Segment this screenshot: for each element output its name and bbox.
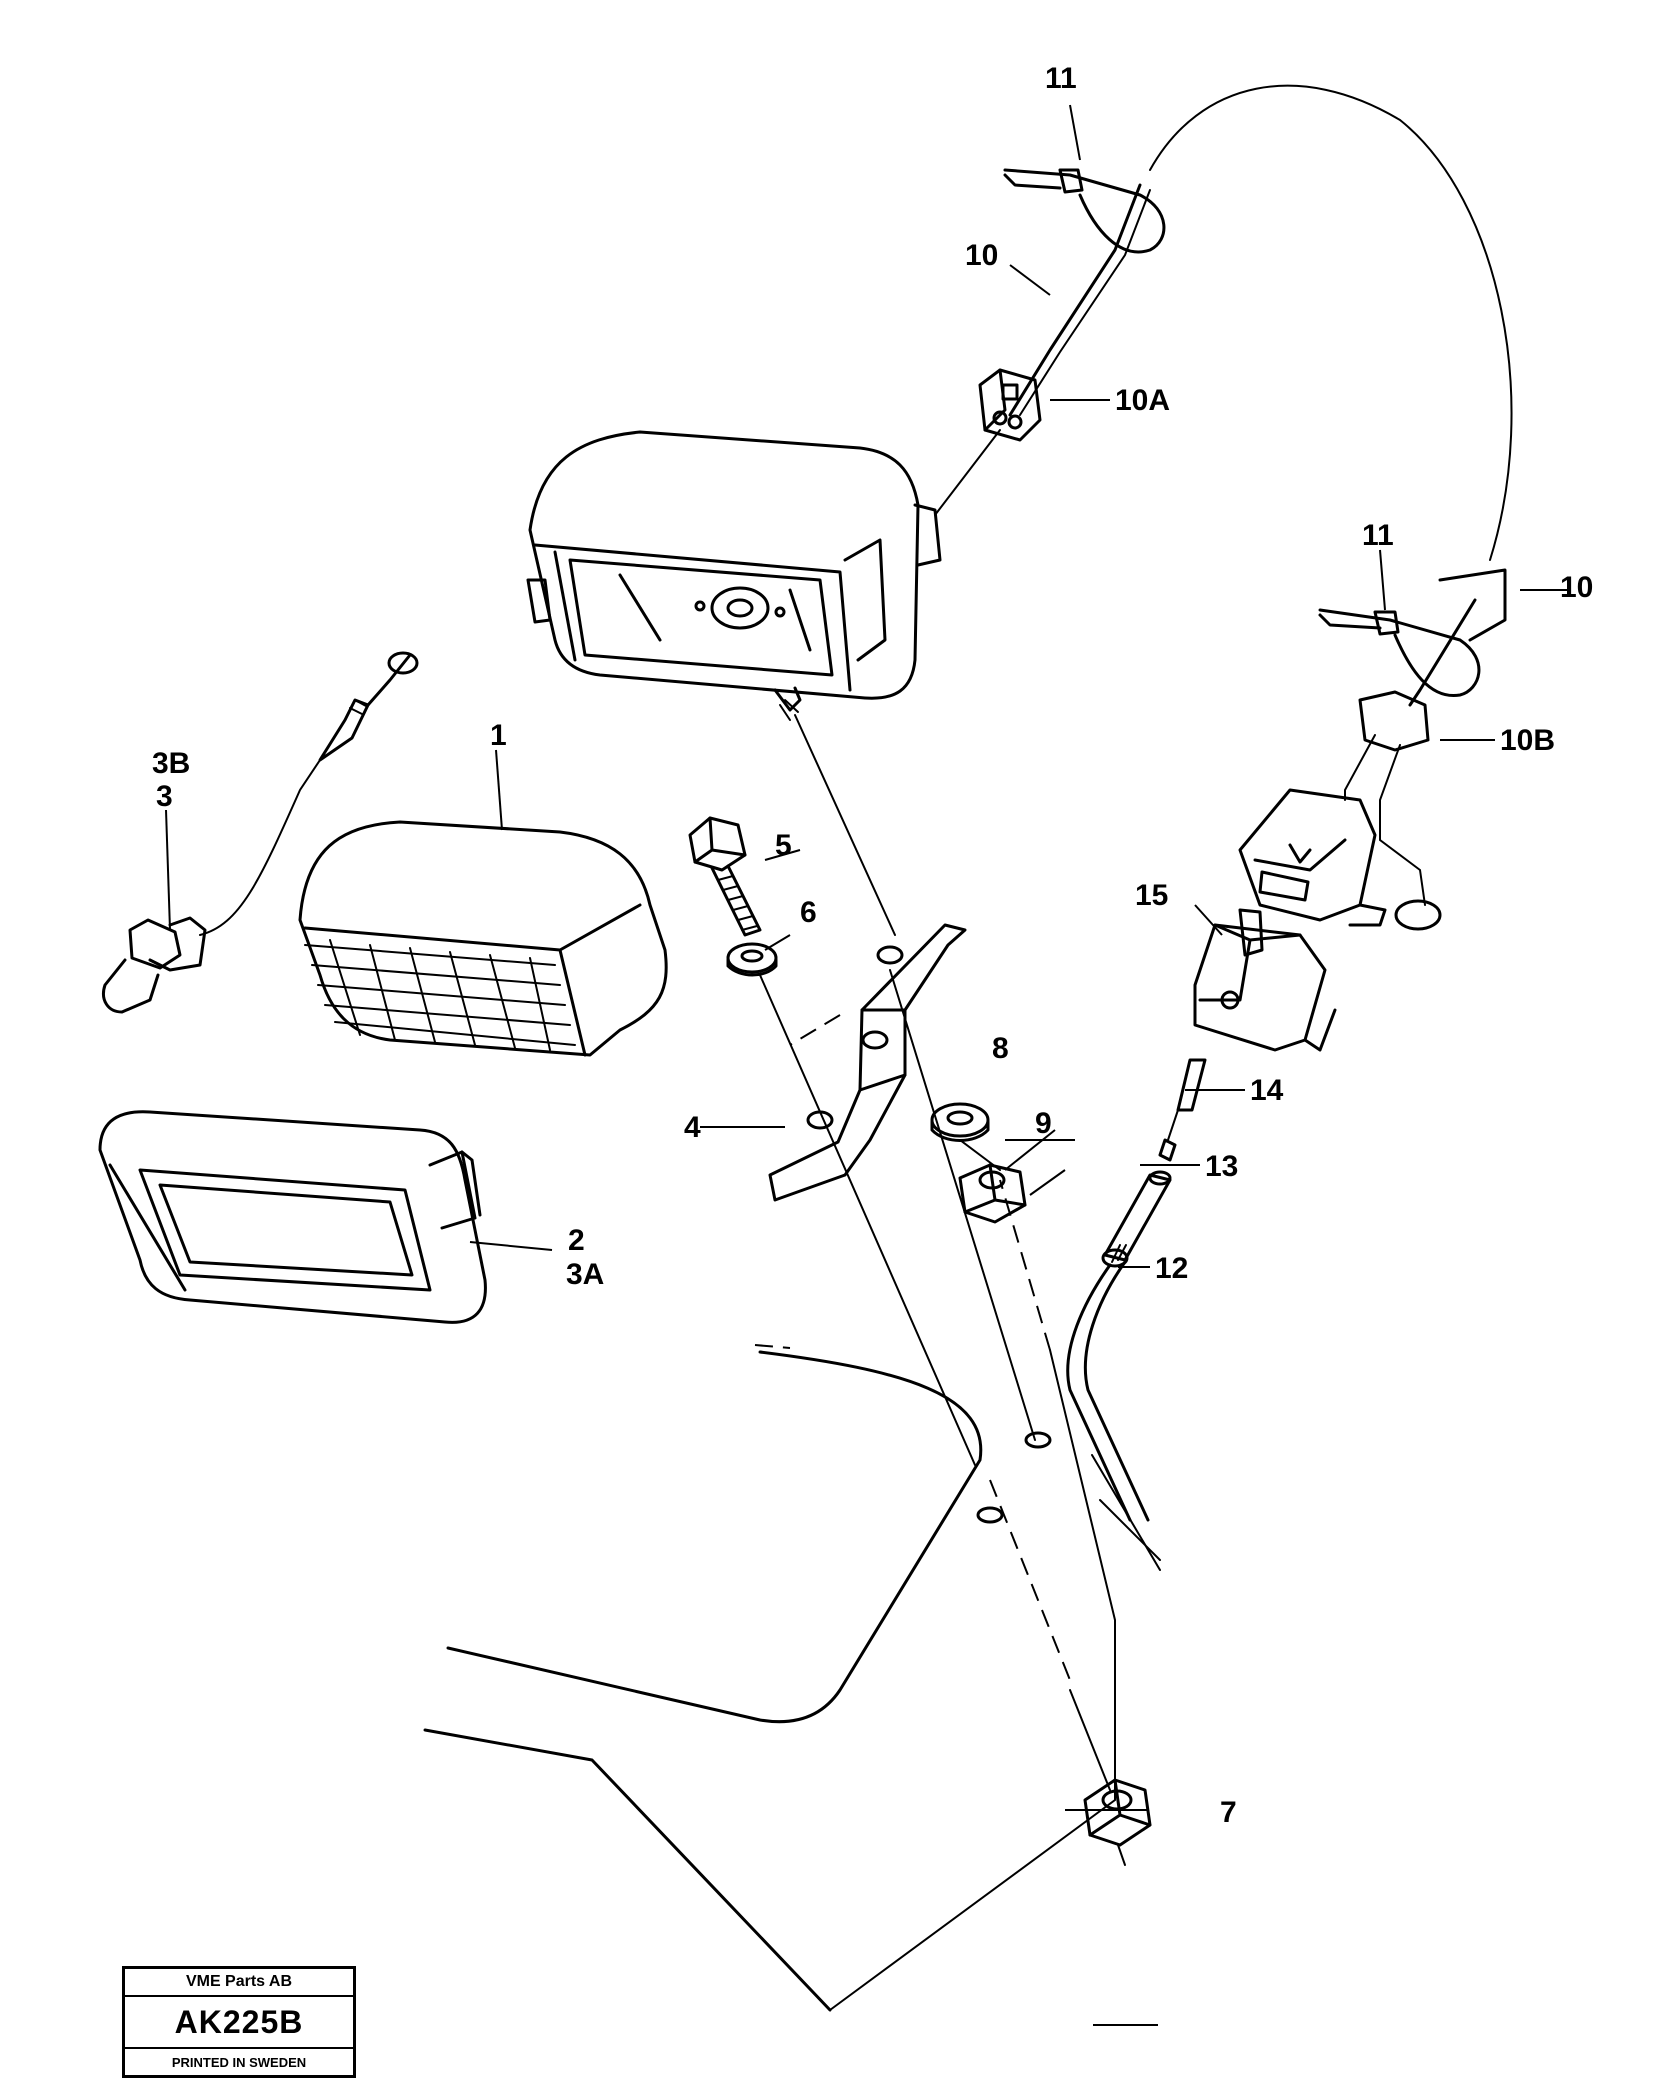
washer-6 [726,942,778,977]
callout-1: 1 [490,719,507,752]
connector-housing-15 [1193,908,1337,1052]
callout-4: 4 [684,1111,701,1144]
callout-15: 15 [1135,879,1168,912]
cable-tie-11-top [1003,168,1166,254]
callout-7: 7 [1220,1796,1237,1829]
work-lamp-assembled [526,430,942,721]
callout-6: 6 [800,896,817,929]
cable-10-top [934,84,1513,561]
callout-10B: 10B [1500,724,1555,757]
sleeve-13 [1101,1170,1172,1268]
lamp-1 [298,820,668,1057]
bulb-3 [102,651,419,1014]
callout-10-right: 10 [1560,571,1593,604]
callout-10A: 10A [1115,384,1170,417]
callout-9: 9 [1035,1107,1052,1140]
callout-3: 3 [156,780,173,813]
grommet-10B [1344,690,1442,931]
callout-2: 2 [568,1224,585,1257]
terminal-pin-14 [1158,1058,1207,1162]
assembly-centerlines [759,969,1111,1791]
title-block-drawing-code: AK225B [125,1997,353,2049]
callout-14: 14 [1250,1074,1284,1107]
callout-12: 12 [1155,1252,1188,1285]
lamp-2-frame [98,1110,487,1324]
callout-5: 5 [775,829,792,862]
title-block-printed: PRINTED IN SWEDEN [171,2054,307,2070]
lamp-stud-centerline [794,714,896,936]
nut-7 [1083,1778,1152,1866]
cable-12 [1066,1244,1150,1522]
cab-body-outline [423,1179,1161,2012]
cable-tie-11-right [1318,568,1507,707]
bolt-5 [688,816,762,937]
title-block-company: VME Parts AB [125,1969,353,1997]
connector-housing-female [1238,788,1387,927]
callout-11-top: 11 [1045,62,1077,95]
bracket-4 [768,923,967,1202]
callout-13: 13 [1205,1150,1238,1183]
callout-3B: 3B [152,747,190,780]
callout-3A: 3A [566,1258,604,1291]
leader-lines [165,104,1570,2026]
nut-9 [958,1163,1027,1224]
callout-8: 8 [992,1032,1009,1065]
callout-10-top: 10 [965,239,998,272]
connector-10A [978,368,1042,442]
title-block: VME Parts AB AK225B PRINTED IN SWEDEN [122,1966,356,2078]
callouts: 1 3B 3 2 3A 4 5 6 7 8 9 10 10A 11 11 10 … [152,62,1593,1829]
callout-11-right: 11 [1362,519,1394,552]
